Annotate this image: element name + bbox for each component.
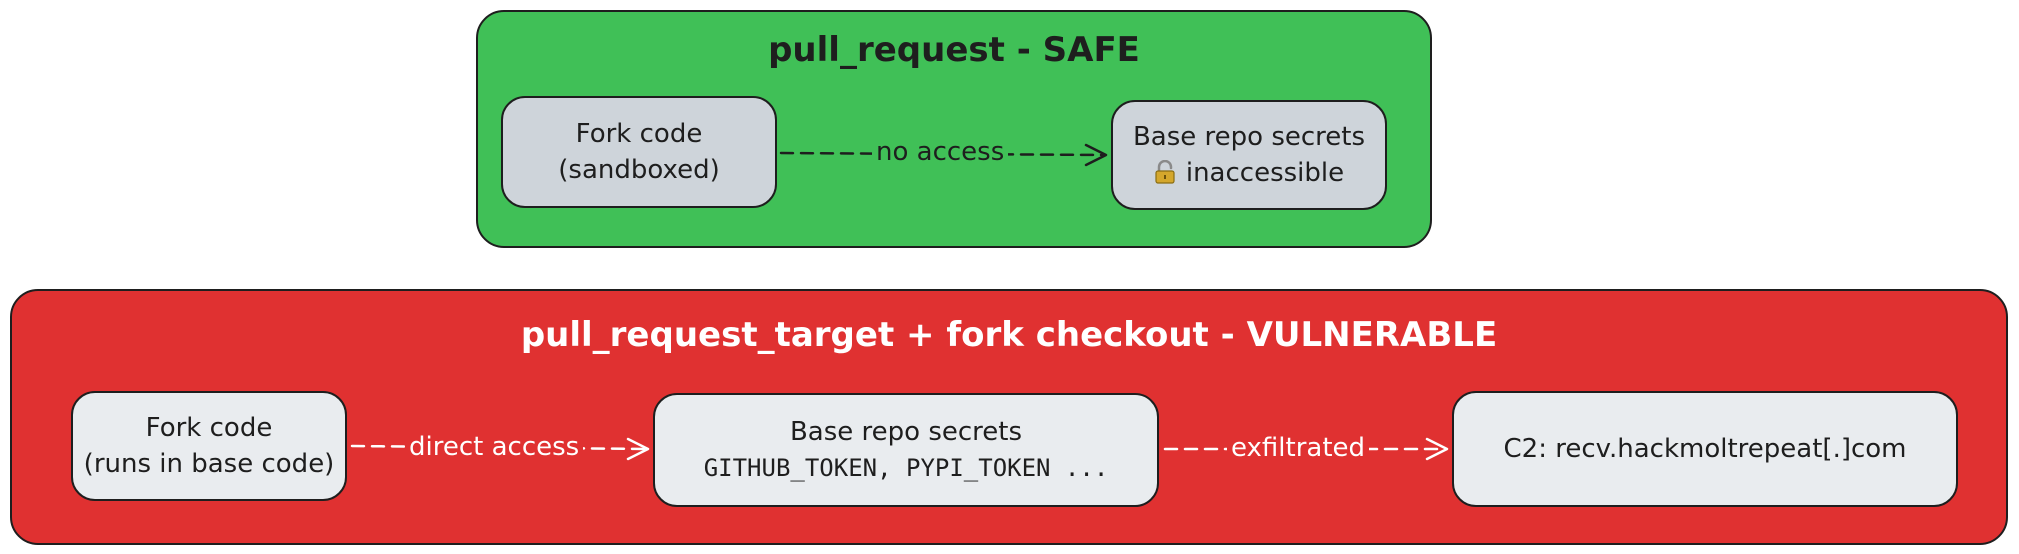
node-line: Fork code bbox=[575, 119, 703, 149]
node-line-with-icon: inaccessible bbox=[1154, 155, 1344, 191]
node-line: inaccessible bbox=[1185, 158, 1345, 188]
node-line: (sandboxed) bbox=[558, 155, 720, 185]
lock-icon bbox=[1155, 160, 1175, 184]
vulnerable-group-title: pull_request_target + fork checkout - VU… bbox=[520, 315, 1498, 355]
node-line: Fork code bbox=[145, 413, 273, 443]
node-line: GITHUB_TOKEN, PYPI_TOKEN ... bbox=[703, 454, 1109, 482]
node-line: (runs in base code) bbox=[83, 449, 335, 479]
safe-group-title: pull_request - SAFE bbox=[768, 30, 1140, 70]
node-fork-code-runs-in-base: Fork code (runs in base code) bbox=[71, 391, 347, 501]
node-base-repo-secrets-exposed: Base repo secrets GITHUB_TOKEN, PYPI_TOK… bbox=[653, 393, 1159, 507]
node-line: Base repo secrets bbox=[1132, 122, 1366, 152]
edge-label-direct-access: direct access bbox=[405, 432, 584, 462]
node-c2-server: C2: recv.hackmoltrepeat[.]com bbox=[1452, 391, 1958, 507]
edge-label-no-access: no access bbox=[872, 137, 1009, 167]
node-line: C2: recv.hackmoltrepeat[.]com bbox=[1503, 434, 1907, 464]
edge-label-exfiltrated: exfiltrated bbox=[1227, 433, 1370, 463]
node-base-repo-secrets-inaccessible: Base repo secrets inaccessible bbox=[1111, 100, 1387, 210]
node-line: Base repo secrets bbox=[789, 417, 1023, 447]
node-fork-code-sandboxed: Fork code (sandboxed) bbox=[501, 96, 777, 208]
